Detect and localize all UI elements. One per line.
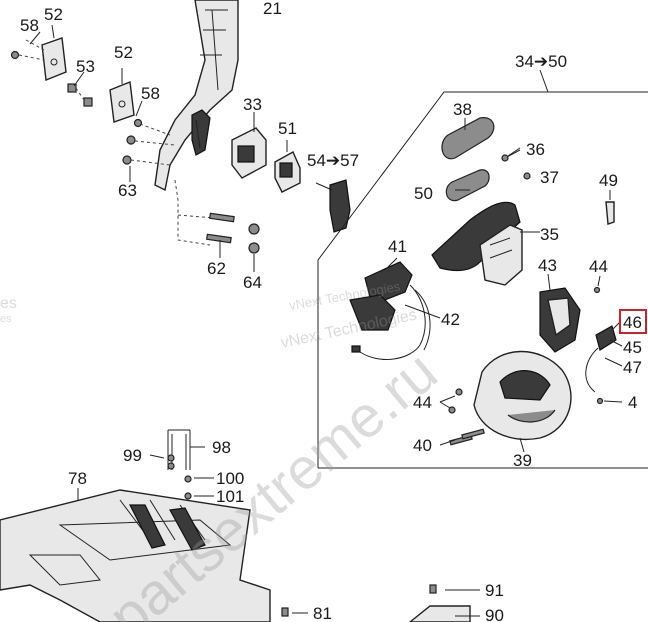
screw-91 xyxy=(429,584,437,594)
bracket-43 xyxy=(539,287,581,353)
callout-45: 45 xyxy=(623,338,642,357)
callout-37: 37 xyxy=(540,168,559,187)
guide-lines-top-left xyxy=(18,39,216,246)
nuts-58-63 xyxy=(10,50,143,165)
callout-49: 49 xyxy=(599,171,618,190)
callout-52-b: 52 xyxy=(114,43,133,62)
bracket-90 xyxy=(408,605,471,622)
harness-45-47 xyxy=(585,325,617,393)
callout-63: 63 xyxy=(118,181,137,200)
rack-78 xyxy=(0,489,271,622)
callout-58-b: 58 xyxy=(141,84,160,103)
watermark-vnext-large: vNext Technologies xyxy=(279,306,418,351)
callout-43: 43 xyxy=(538,256,557,275)
callout-41: 41 xyxy=(388,237,407,256)
callout-91: 91 xyxy=(485,581,504,600)
switch-housing-33 xyxy=(231,127,267,179)
callout-38: 38 xyxy=(453,100,472,119)
screw-36-37 xyxy=(501,149,531,180)
callout-99: 99 xyxy=(123,446,142,465)
callout-47: 47 xyxy=(623,358,642,377)
screws-40 xyxy=(449,428,485,446)
callout-35: 35 xyxy=(540,225,559,244)
switch-51 xyxy=(274,151,301,193)
callout-34-50: 34➔50 xyxy=(515,52,567,71)
callout-54-57: 54➔57 xyxy=(307,151,359,170)
switch-block-41 xyxy=(349,261,413,331)
wire-harness-42 xyxy=(351,284,431,360)
grip-50 xyxy=(445,169,490,202)
callout-39: 39 xyxy=(513,451,532,470)
watermark-fragment-b: es xyxy=(0,313,12,325)
callout-42: 42 xyxy=(441,310,460,329)
highlight-box-46 xyxy=(619,309,647,334)
callout-58-a: 58 xyxy=(20,16,39,35)
callout-101: 101 xyxy=(216,487,244,506)
callout-78: 78 xyxy=(68,469,87,488)
nuts-64 xyxy=(248,223,260,254)
callout-33: 33 xyxy=(243,95,262,114)
clip-49 xyxy=(605,201,615,225)
callout-50: 50 xyxy=(414,184,433,203)
bolts-62 xyxy=(206,212,235,244)
callout-53: 53 xyxy=(76,57,95,76)
frame-bracket-21 xyxy=(154,0,239,192)
handle-35 xyxy=(431,201,523,286)
screw-81 xyxy=(281,607,289,617)
fasteners-44-4 xyxy=(448,286,604,414)
callout-36: 36 xyxy=(526,140,545,159)
plate-52-b xyxy=(109,81,135,123)
connector-54-57 xyxy=(315,179,351,233)
plate-52-a xyxy=(41,37,67,81)
callout-52-a: 52 xyxy=(44,5,63,24)
callout-62: 62 xyxy=(207,259,226,278)
callout-81: 81 xyxy=(313,604,332,622)
callout-46: 46 xyxy=(623,313,642,332)
bolt-53 xyxy=(67,83,93,107)
leader-lines xyxy=(29,24,623,617)
washers-99-100-101 xyxy=(167,454,192,500)
callout-90: 90 xyxy=(485,606,504,622)
callout-44-b: 44 xyxy=(413,393,432,412)
cover-39 xyxy=(473,350,572,440)
watermark-fragment-a: es xyxy=(0,295,17,312)
callout-4: 4 xyxy=(628,393,637,412)
callout-64: 64 xyxy=(243,273,262,292)
watermark-site: partsextreme.ru xyxy=(97,339,450,622)
sub-assembly-frame xyxy=(317,69,648,469)
callout-100: 100 xyxy=(216,469,244,488)
grip-38 xyxy=(441,117,495,160)
callout-labels: 21 58 52 53 52 58 33 51 54➔57 63 62 64 3… xyxy=(20,0,647,622)
callout-40: 40 xyxy=(413,436,432,455)
callout-44-a: 44 xyxy=(589,257,608,276)
callout-98: 98 xyxy=(212,438,231,457)
callout-51: 51 xyxy=(278,119,297,138)
callout-21: 21 xyxy=(263,0,282,18)
